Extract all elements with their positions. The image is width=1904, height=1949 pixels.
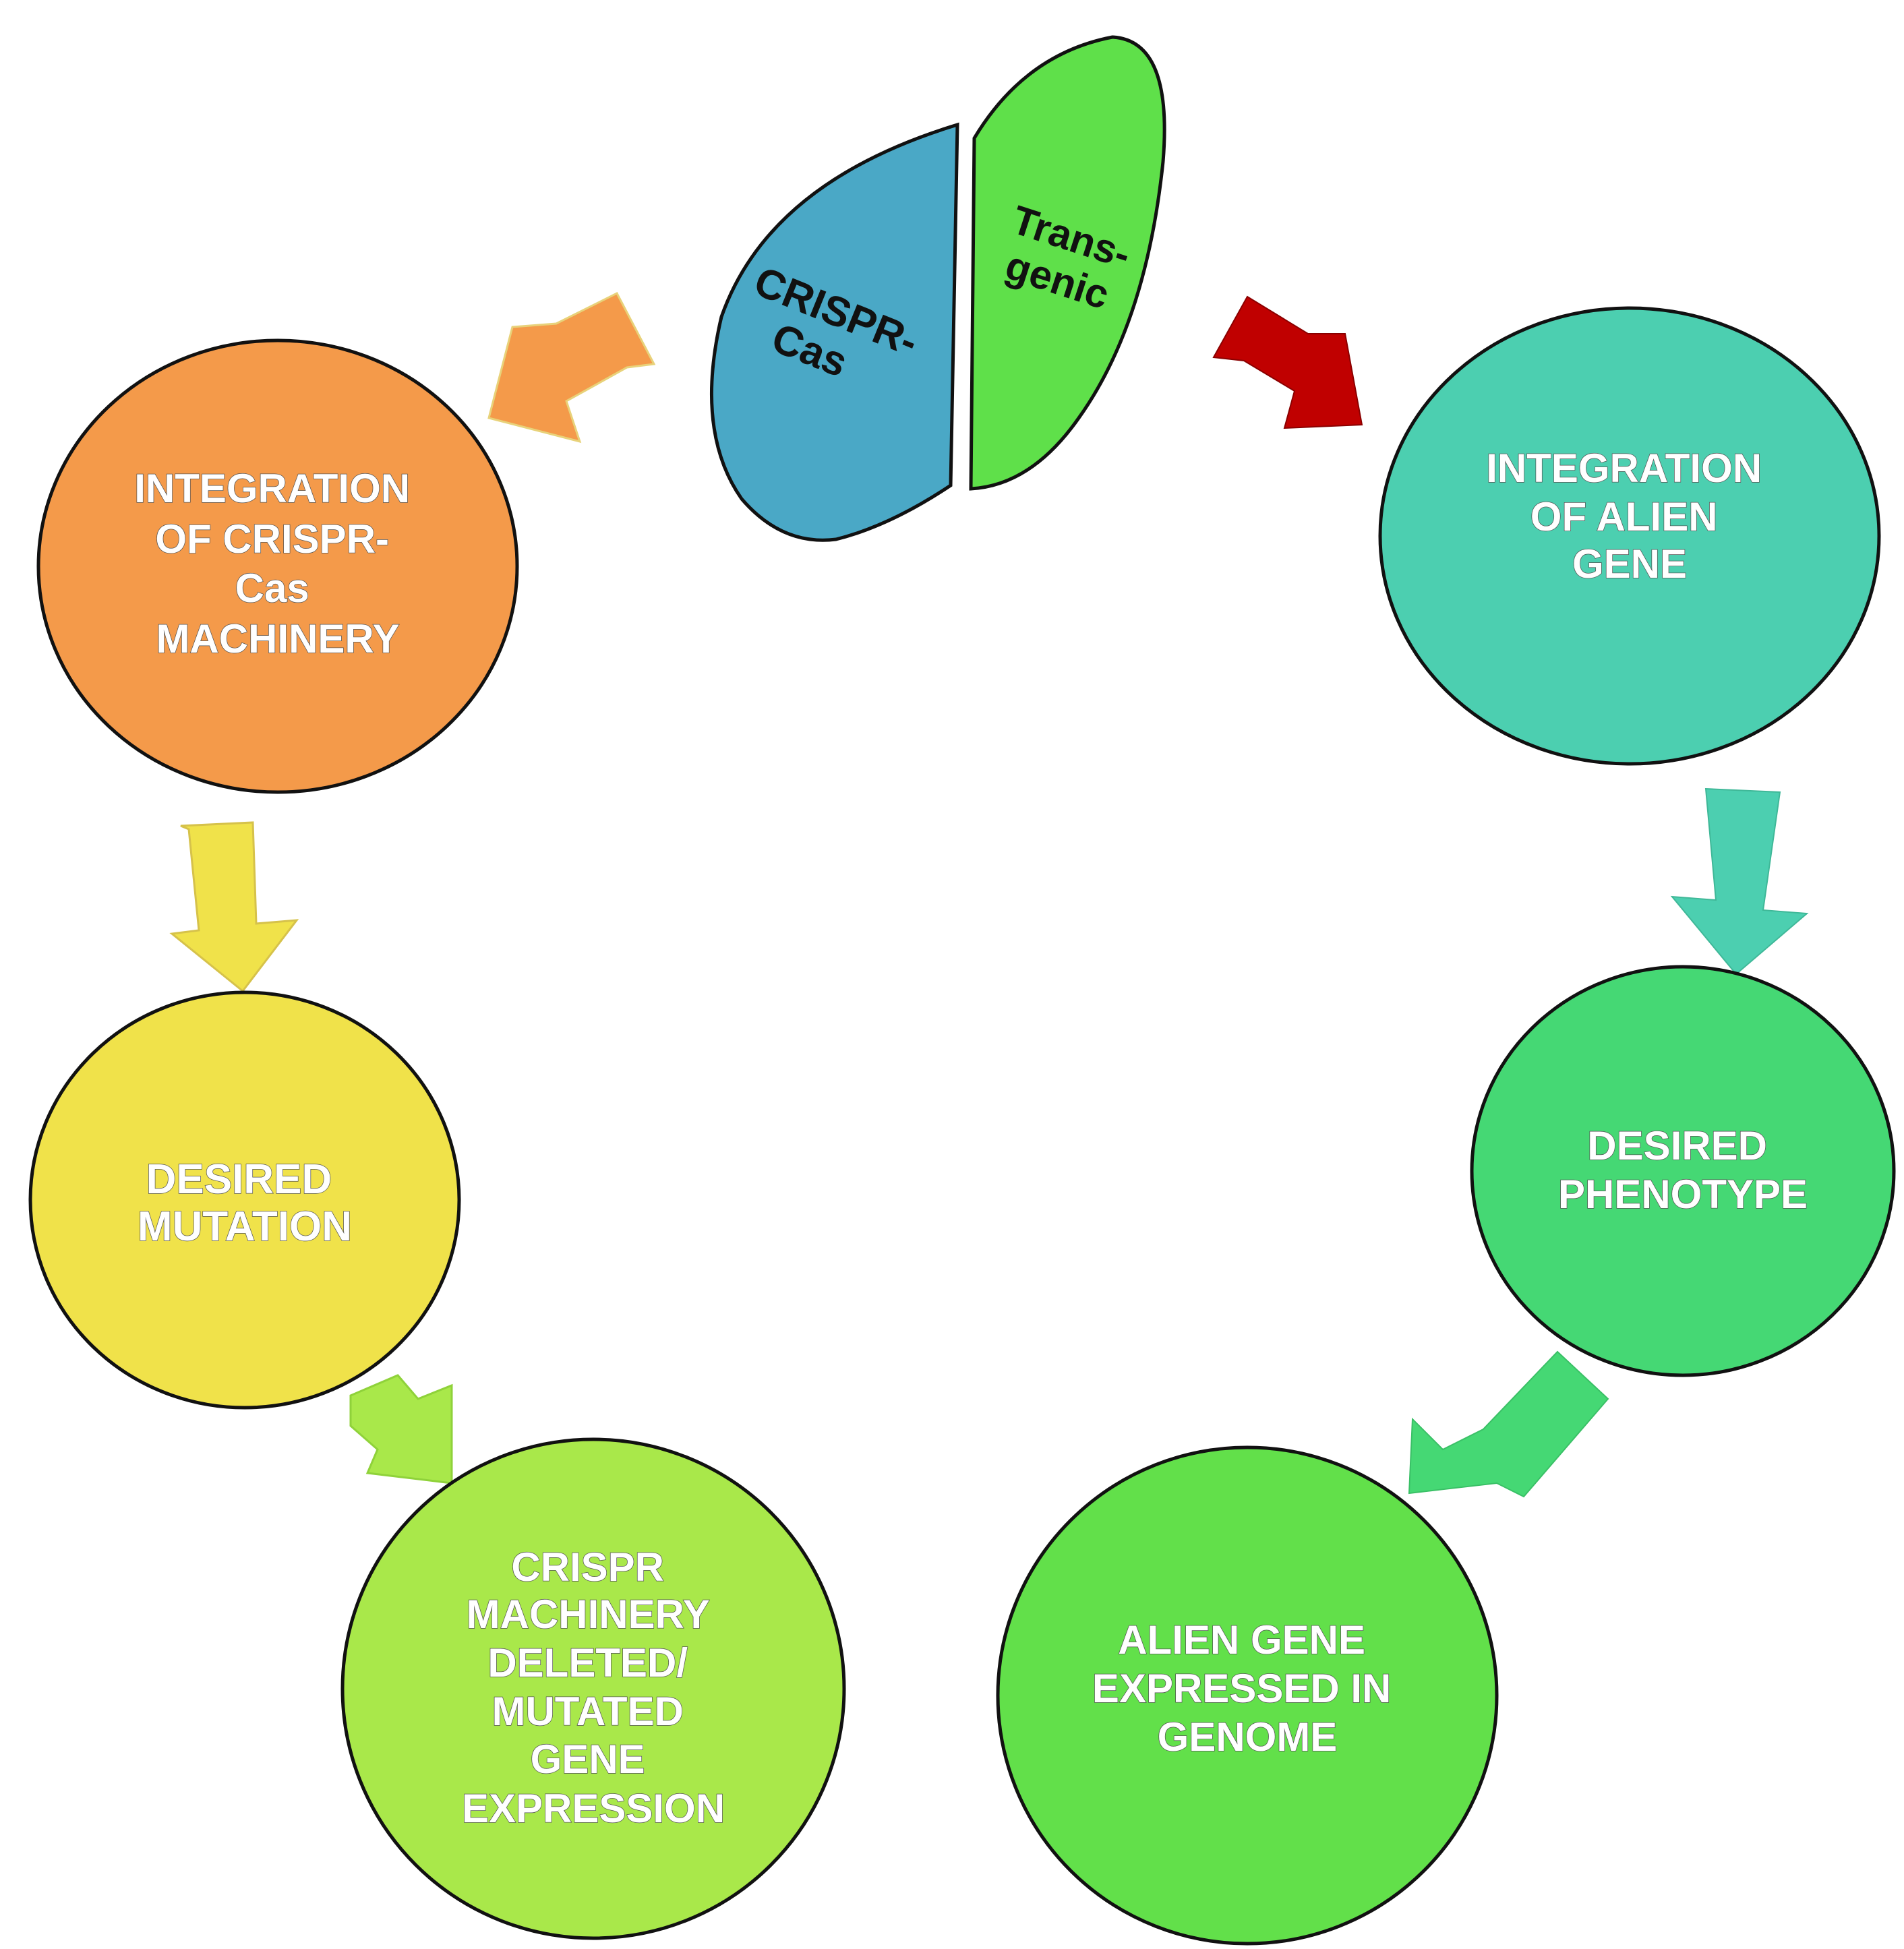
node-circle xyxy=(1470,965,1896,1377)
arrow-to-desired-phenotype xyxy=(1670,787,1809,976)
node-desired-phenotype: DESIRED PHENOTYPE xyxy=(1470,965,1896,1377)
node-circle xyxy=(28,990,461,1410)
node-text: INTEGRATION OF CRISPR- Cas MACHINERY xyxy=(134,466,421,661)
crispr-cas-leaf-half xyxy=(709,122,959,542)
node-text: INTEGRATION OF ALIEN GENE xyxy=(1486,446,1773,587)
node-crispr-integration: INTEGRATION OF CRISPR- Cas MACHINERY xyxy=(36,338,519,794)
node-crispr-expression: CRISPR MACHINERY DELETED/ MUTATED GENE E… xyxy=(340,1437,846,1940)
node-text: DESIRED MUTATION xyxy=(138,1156,352,1250)
node-circle xyxy=(996,1445,1499,1946)
node-circle xyxy=(1378,306,1881,766)
node-text: CRISPR MACHINERY DELETED/ MUTATED GENE E… xyxy=(462,1545,725,1831)
transgenic-leaf-half xyxy=(969,35,1166,491)
central-leaf: CRISPR- Cas Trans- genic xyxy=(709,35,1166,542)
node-text: ALIEN GENE EXPRESSED IN GENOME xyxy=(1092,1617,1402,1760)
node-circle xyxy=(36,338,519,794)
arrow-to-alien-integration xyxy=(1212,295,1363,429)
node-alien-expression: ALIEN GENE EXPRESSED IN GENOME xyxy=(996,1445,1499,1946)
arrow-to-crispr-integration xyxy=(487,292,656,444)
arrow-to-crispr-expression xyxy=(349,1374,453,1485)
node-alien-integration: INTEGRATION OF ALIEN GENE xyxy=(1378,306,1881,766)
arrow-to-desired-mutation xyxy=(169,821,299,993)
arrow-to-alien-expression xyxy=(1408,1350,1609,1498)
node-desired-mutation: DESIRED MUTATION xyxy=(28,990,461,1410)
node-circle xyxy=(340,1437,846,1940)
node-text: DESIRED PHENOTYPE xyxy=(1558,1123,1808,1217)
